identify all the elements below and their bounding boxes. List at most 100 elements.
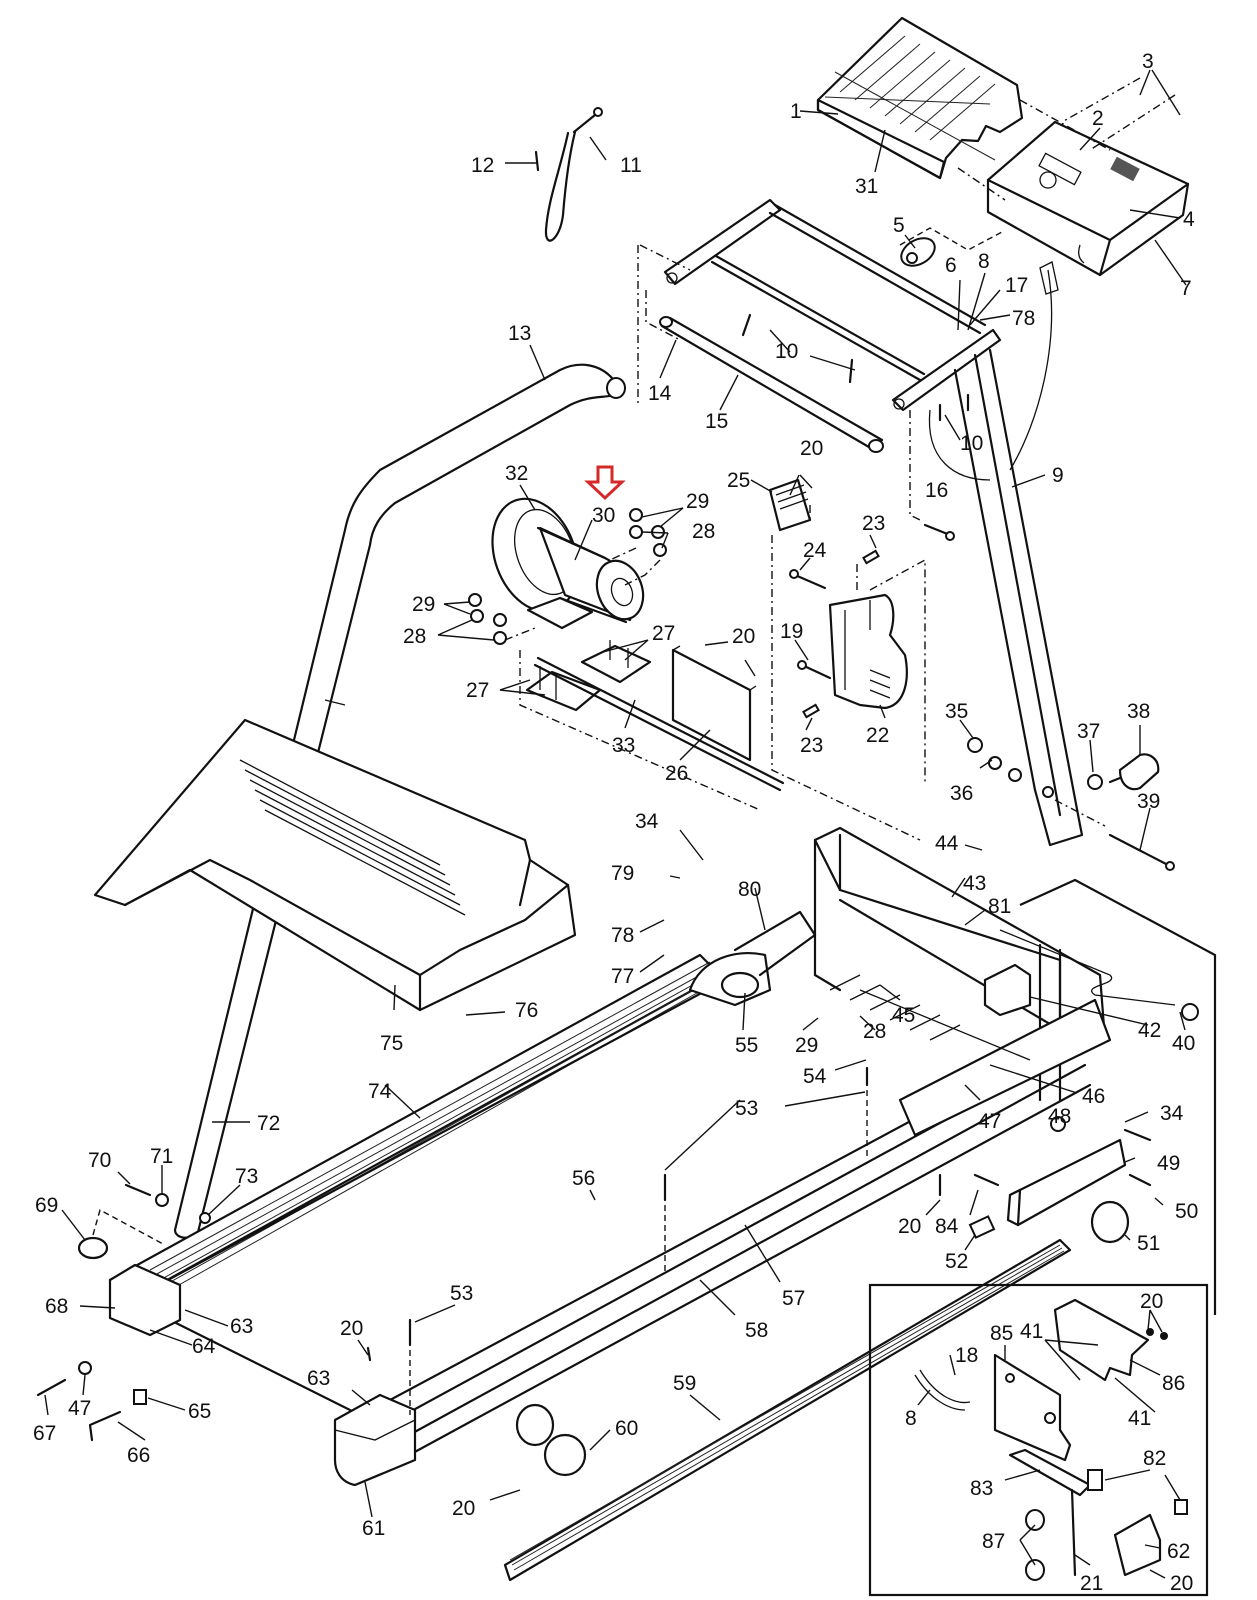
callout-87: 87 <box>982 1530 1005 1553</box>
callout-28a: 28 <box>692 520 715 543</box>
callout-5: 5 <box>893 214 905 237</box>
callout-71: 71 <box>150 1145 173 1168</box>
callout-25: 25 <box>727 469 750 492</box>
callout-18: 18 <box>955 1344 978 1367</box>
motor-controller-plate <box>671 645 757 762</box>
callout-55: 55 <box>735 1034 758 1057</box>
callout-27b: 27 <box>466 679 489 702</box>
console <box>986 120 1190 277</box>
callout-63b: 63 <box>307 1367 330 1390</box>
callout-36: 36 <box>950 782 973 805</box>
callout-33: 33 <box>612 734 635 757</box>
callout-26: 26 <box>665 762 688 785</box>
callout-72: 72 <box>257 1112 280 1135</box>
callout-34a: 34 <box>635 810 659 833</box>
callout-40: 40 <box>1172 1032 1195 1055</box>
callout-85: 85 <box>990 1322 1013 1345</box>
callout-31: 31 <box>855 175 878 198</box>
callout-53a: 53 <box>735 1097 758 1120</box>
callout-73: 73 <box>235 1165 258 1188</box>
callout-38: 38 <box>1127 700 1150 723</box>
callout-56: 56 <box>572 1167 595 1190</box>
callout-49: 49 <box>1157 1152 1180 1175</box>
callout-46: 46 <box>1082 1085 1105 1108</box>
callout-19: 19 <box>780 620 803 643</box>
callout-54: 54 <box>803 1065 827 1088</box>
callout-63a: 63 <box>230 1315 253 1338</box>
callout-53b: 53 <box>450 1282 473 1305</box>
bolts <box>741 313 970 719</box>
transformer <box>768 478 812 532</box>
callout-64: 64 <box>192 1335 216 1358</box>
callout-2: 2 <box>1092 107 1104 130</box>
callout-84: 84 <box>935 1215 959 1238</box>
callout-48: 48 <box>1048 1105 1071 1128</box>
callout-80: 80 <box>738 878 761 901</box>
foot-rail-right <box>503 1238 1072 1582</box>
motor <box>491 497 645 630</box>
callout-43: 43 <box>963 872 986 895</box>
callout-37: 37 <box>1077 720 1100 743</box>
callout-20d: 20 <box>340 1317 363 1340</box>
callout-23b: 23 <box>800 734 823 757</box>
callout-51: 51 <box>1137 1232 1160 1255</box>
handrail-frame <box>663 198 1002 412</box>
callout-86: 86 <box>1162 1372 1185 1395</box>
support-leg <box>968 1116 1152 1244</box>
callout-65: 65 <box>188 1400 211 1423</box>
callout-labels: 1 2 3 4 5 6 7 8 9 10 10 11 12 13 14 15 1… <box>33 50 1198 1595</box>
motor-hood <box>93 718 577 1012</box>
callout-76: 76 <box>515 999 538 1022</box>
callout-7: 7 <box>1180 277 1192 300</box>
callout-69: 69 <box>35 1194 58 1217</box>
callout-17: 17 <box>1005 274 1028 297</box>
callout-77: 77 <box>611 965 634 988</box>
callout-22: 22 <box>866 724 889 747</box>
callout-29a: 29 <box>686 490 709 513</box>
callout-20a: 20 <box>800 437 823 460</box>
leader-lines <box>44 69 1187 1579</box>
callout-57: 57 <box>782 1287 805 1310</box>
callout-82: 82 <box>1143 1447 1166 1470</box>
callout-66: 66 <box>127 1444 150 1467</box>
safety-key-cord <box>534 107 603 242</box>
callout-15: 15 <box>705 410 728 433</box>
callout-24: 24 <box>803 539 827 562</box>
callout-52: 52 <box>945 1250 968 1273</box>
callout-6: 6 <box>945 254 957 277</box>
callout-29b: 29 <box>412 593 435 616</box>
callout-42: 42 <box>1138 1019 1161 1042</box>
callout-44: 44 <box>935 832 959 855</box>
callout-60: 60 <box>615 1417 638 1440</box>
callout-20f: 20 <box>1140 1290 1163 1313</box>
callout-78b: 78 <box>611 924 634 947</box>
callout-8b: 8 <box>905 1407 917 1430</box>
motor-mount <box>525 640 785 792</box>
callout-47b: 47 <box>68 1397 91 1420</box>
callout-1: 1 <box>790 100 802 123</box>
callout-9: 9 <box>1052 464 1064 487</box>
walking-belt-deck <box>108 953 1092 1487</box>
callout-47a: 47 <box>978 1110 1001 1133</box>
callout-4: 4 <box>1183 208 1195 231</box>
highlight-arrow-icon <box>584 465 626 501</box>
callout-59: 59 <box>673 1372 696 1395</box>
callout-35: 35 <box>945 700 968 723</box>
callout-20g: 20 <box>1170 1572 1193 1595</box>
callout-41b: 41 <box>1128 1407 1151 1430</box>
callout-28c: 28 <box>863 1020 886 1043</box>
base-frame <box>813 826 1112 1137</box>
callout-23a: 23 <box>862 512 885 535</box>
callout-13: 13 <box>508 322 531 345</box>
callout-11: 11 <box>620 154 642 177</box>
callout-62: 62 <box>1167 1540 1190 1563</box>
handrail <box>173 363 626 1239</box>
callout-70: 70 <box>88 1149 111 1172</box>
upright-hardware <box>967 737 1175 871</box>
callout-20c: 20 <box>898 1215 921 1238</box>
callout-3: 3 <box>1142 50 1154 73</box>
callout-67: 67 <box>33 1422 56 1445</box>
callout-78a: 78 <box>1012 307 1035 330</box>
callout-79: 79 <box>611 862 634 885</box>
